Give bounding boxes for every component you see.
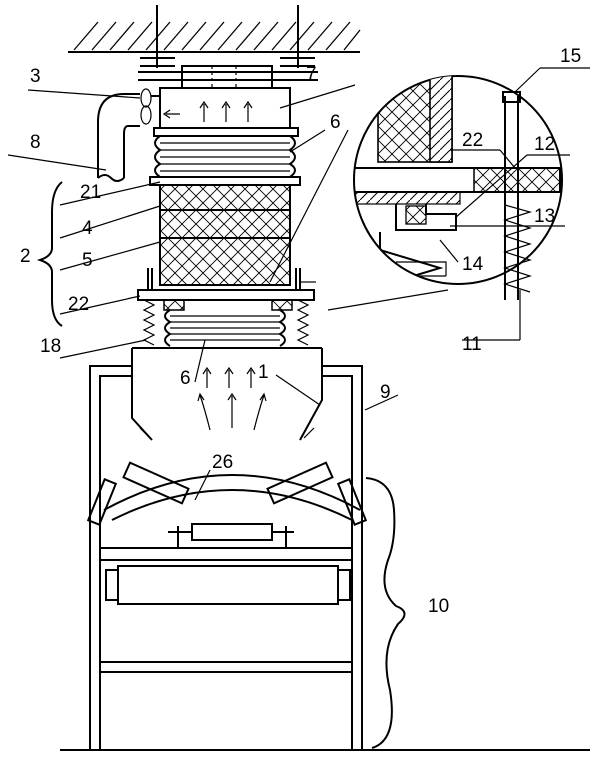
- label-26: 26: [212, 452, 233, 473]
- label-10: 10: [428, 596, 449, 617]
- label-12: 12: [534, 134, 555, 155]
- conveyor-belt: [103, 474, 361, 521]
- label-5: 5: [82, 250, 93, 271]
- label-15: 15: [560, 46, 581, 67]
- label-8: 8: [30, 132, 41, 153]
- suction-hood: [131, 347, 323, 441]
- label-3: 3: [30, 66, 41, 87]
- fan-motor: [140, 88, 160, 125]
- idler-rollers: [86, 461, 368, 605]
- detail-circle: [353, 75, 563, 300]
- label-11: 11: [462, 334, 482, 355]
- exhaust-duct: [97, 93, 140, 182]
- brace-10: [365, 477, 406, 749]
- upper-bellows: [154, 135, 296, 178]
- leader-lines: [7, 67, 590, 501]
- label-4: 4: [82, 218, 93, 239]
- fan-housing: [153, 87, 299, 137]
- label-21: 21: [80, 182, 101, 203]
- hanger-bracket: [138, 5, 318, 89]
- label-14: 14: [462, 254, 484, 275]
- label-2: 2: [20, 246, 31, 267]
- top-flange: [149, 176, 301, 186]
- springs: [142, 299, 310, 346]
- label-22-detail: 22: [462, 130, 483, 151]
- label-6-lower: 6: [180, 368, 191, 389]
- label-13: 13: [534, 206, 555, 227]
- label-7: 7: [306, 64, 317, 85]
- lower-bellows: [164, 309, 286, 347]
- label-18: 18: [40, 336, 61, 357]
- label-22-main: 22: [68, 294, 89, 315]
- label-1: 1: [258, 362, 269, 383]
- airflow-arrows: [197, 366, 267, 431]
- support-frame: [60, 365, 590, 751]
- filter-body: [159, 184, 291, 286]
- brace-2: [36, 181, 63, 327]
- bottom-flange: [137, 268, 315, 311]
- ceiling: [68, 21, 361, 53]
- label-9: 9: [380, 382, 391, 403]
- part-labels: 3 8 7 6 21 4 2 5 22 18 6 1 9 26 10 15 22…: [20, 46, 581, 617]
- label-6-upper: 6: [330, 112, 341, 133]
